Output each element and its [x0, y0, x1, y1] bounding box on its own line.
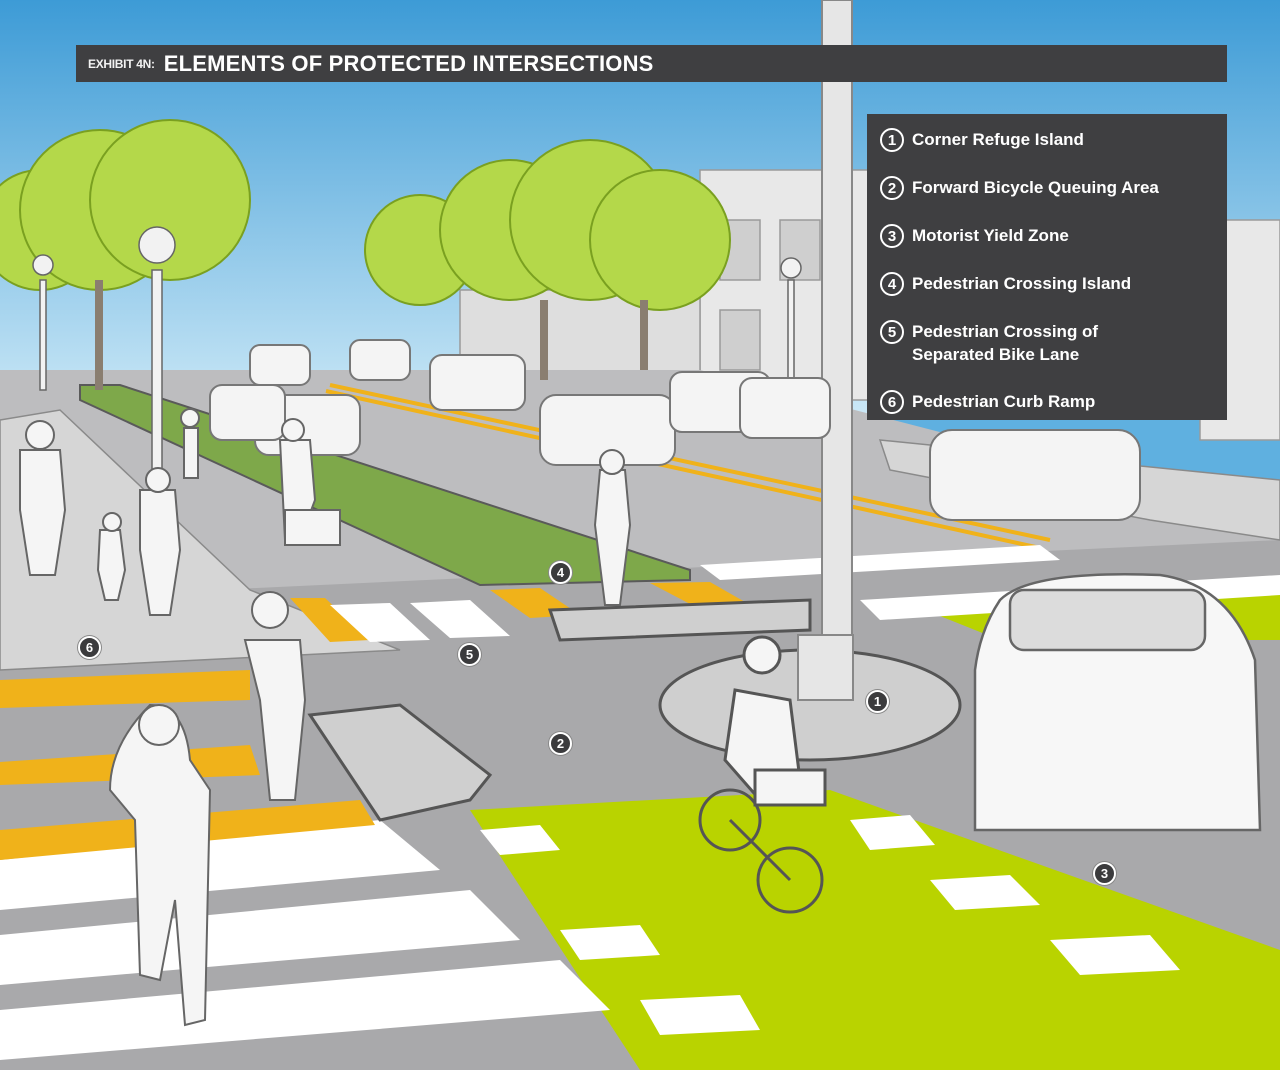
tree-trunks	[95, 280, 648, 390]
legend-label: Pedestrian Crossing of Separated Bike La…	[912, 322, 1099, 364]
callout-marker-3: 3	[1093, 862, 1116, 885]
exhibit-title: ELEMENTS OF PROTECTED INTERSECTIONS	[163, 50, 654, 76]
foreground-car	[973, 573, 1262, 832]
callout-marker-5: 5	[458, 643, 481, 666]
legend-item-pedestrian-crossing-island: 4 Pedestrian Crossing Island	[880, 272, 1131, 296]
crosswalk-near-left	[0, 820, 610, 1060]
legend-number: 2	[880, 176, 904, 200]
legend-label: Forward Bicycle Queuing Area	[912, 178, 1159, 197]
callout-marker-2: 2	[549, 732, 572, 755]
callout-marker-1: 1	[866, 690, 889, 713]
callout-marker-6: 6	[78, 636, 101, 659]
legend-number: 6	[880, 390, 904, 414]
signal-pole-base	[797, 634, 854, 701]
bike-lane-markings	[480, 815, 1180, 1035]
legend-label: Pedestrian Curb Ramp	[912, 392, 1096, 411]
exhibit-title-bar: EXHIBIT 4N: ELEMENTS OF PROTECTED INTERS…	[76, 45, 1227, 82]
cyclist	[698, 635, 827, 914]
people	[19, 420, 632, 1027]
legend-item-pedestrian-curb-ramp: 6 Pedestrian Curb Ramp	[880, 390, 1095, 414]
signal-pole	[821, 0, 853, 641]
callout-marker-4: 4	[549, 561, 572, 584]
exhibit-prefix: EXHIBIT 4N:	[88, 56, 155, 71]
legend-item-pedestrian-crossing-of-separated-bike-lane: 5 Pedestrian Crossing of Separated Bike …	[880, 320, 1098, 366]
cars	[209, 339, 1141, 521]
legend-item-corner-refuge-island: 1 Corner Refuge Island	[880, 128, 1084, 152]
street-lights	[32, 226, 802, 531]
legend-number: 4	[880, 272, 904, 296]
legend-item-motorist-yield-zone: 3 Motorist Yield Zone	[880, 224, 1069, 248]
legend-label: Pedestrian Crossing Island	[912, 274, 1132, 293]
legend-number: 1	[880, 128, 904, 152]
legend-label: Corner Refuge Island	[912, 130, 1084, 149]
legend-panel: 1 Corner Refuge Island 2 Forward Bicycle…	[867, 114, 1227, 420]
legend-item-forward-bicycle-queuing-area: 2 Forward Bicycle Queuing Area	[880, 176, 1159, 200]
legend-label: Motorist Yield Zone	[912, 226, 1069, 245]
cyclist-far	[180, 408, 341, 546]
legend-number: 5	[880, 320, 904, 344]
legend-number: 3	[880, 224, 904, 248]
